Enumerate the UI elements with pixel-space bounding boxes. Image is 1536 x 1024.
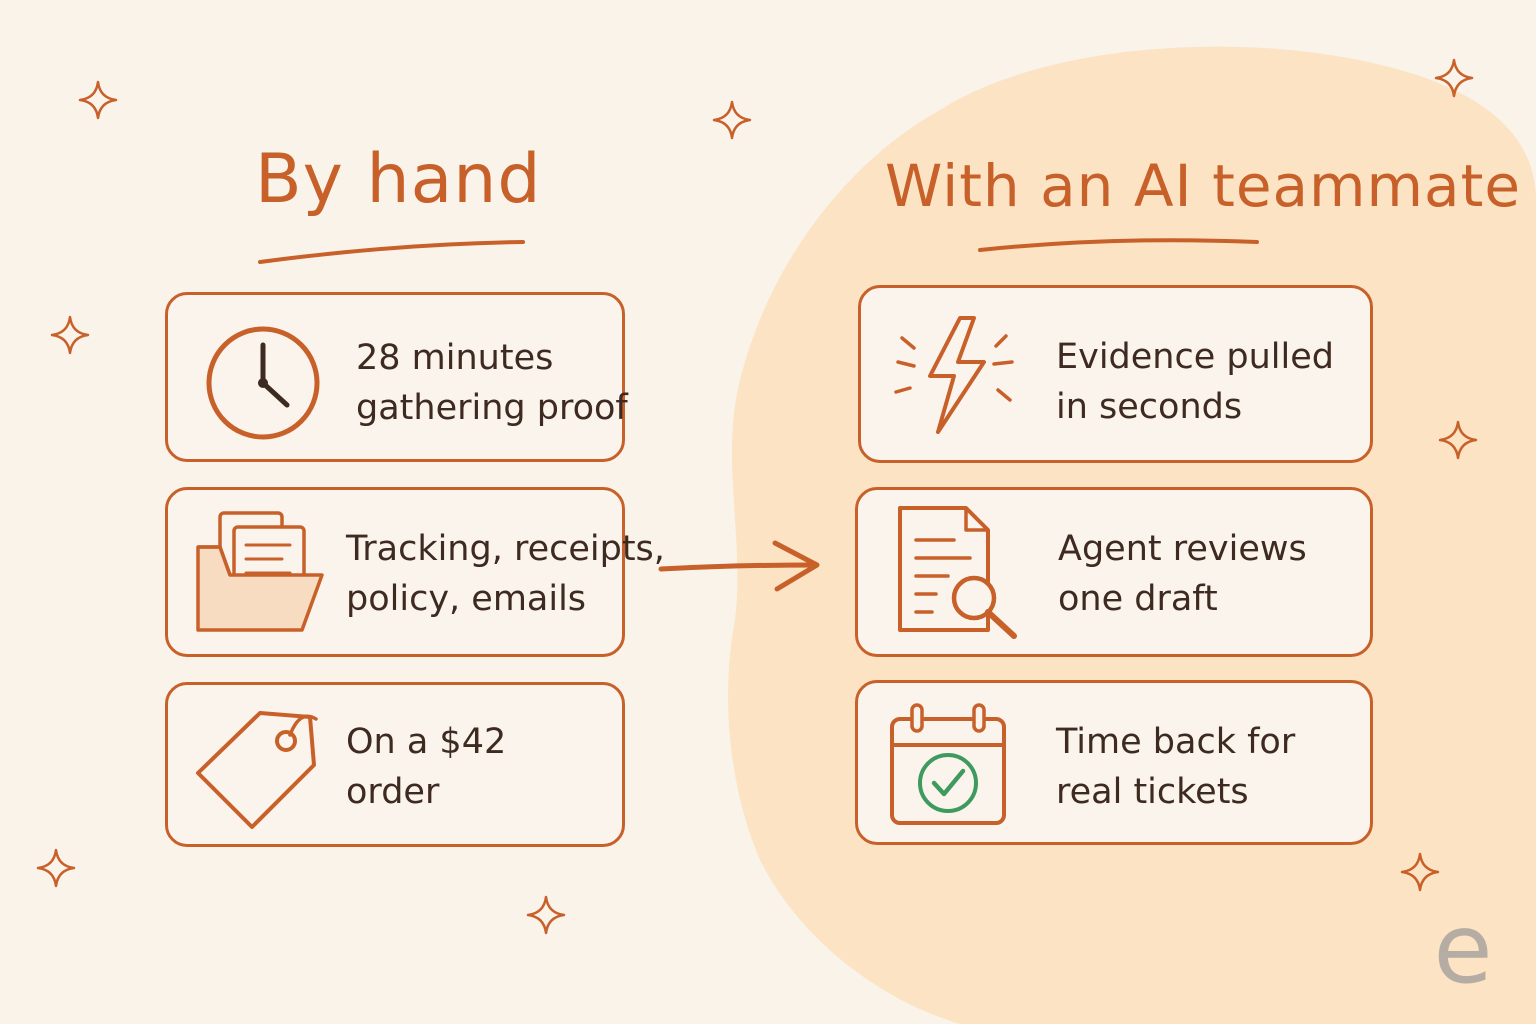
calendar-check-icon xyxy=(890,703,1006,825)
document-search-icon xyxy=(898,506,1017,639)
card-time-back: Time back for real tickets xyxy=(855,680,1373,845)
card-documents: Tracking, receipts, policy, emails xyxy=(165,487,665,657)
card-evidence: Evidence pulled in seconds xyxy=(858,285,1373,463)
brand-logo-icon: e xyxy=(1433,900,1492,1000)
sparkle-icon xyxy=(526,895,566,935)
card-label: Agent reviews one draft xyxy=(1058,529,1307,619)
card-order-value: On a $42 order xyxy=(165,682,625,847)
sparkle-icon xyxy=(50,315,90,355)
arrow-right-icon xyxy=(658,540,820,592)
card-label: Time back for real tickets xyxy=(1056,722,1296,812)
lightning-icon xyxy=(894,316,1014,434)
sparkle-icon xyxy=(712,100,752,140)
ai-teammate-heading: With an AI teammate xyxy=(885,152,1522,220)
clock-icon xyxy=(206,326,320,440)
card-label: On a $42 order xyxy=(346,722,507,812)
heading-underline xyxy=(978,238,1259,252)
sparkle-icon xyxy=(36,848,76,888)
sparkle-icon xyxy=(1400,852,1440,892)
card-label: Tracking, receipts, policy, emails xyxy=(346,529,665,619)
sparkle-icon xyxy=(1438,420,1478,460)
card-agent-review: Agent reviews one draft xyxy=(855,487,1373,657)
folder-icon xyxy=(196,511,324,632)
sparkle-icon xyxy=(1434,58,1474,98)
price-tag-icon xyxy=(196,711,318,829)
sparkle-icon xyxy=(78,80,118,120)
card-label: 28 minutes gathering proof xyxy=(356,338,628,428)
card-time-spent: 28 minutes gathering proof xyxy=(165,292,628,462)
svg-text:e: e xyxy=(1433,900,1492,1000)
by-hand-heading: By hand xyxy=(255,140,542,219)
card-label: Evidence pulled in seconds xyxy=(1056,337,1334,427)
heading-underline xyxy=(258,240,525,264)
